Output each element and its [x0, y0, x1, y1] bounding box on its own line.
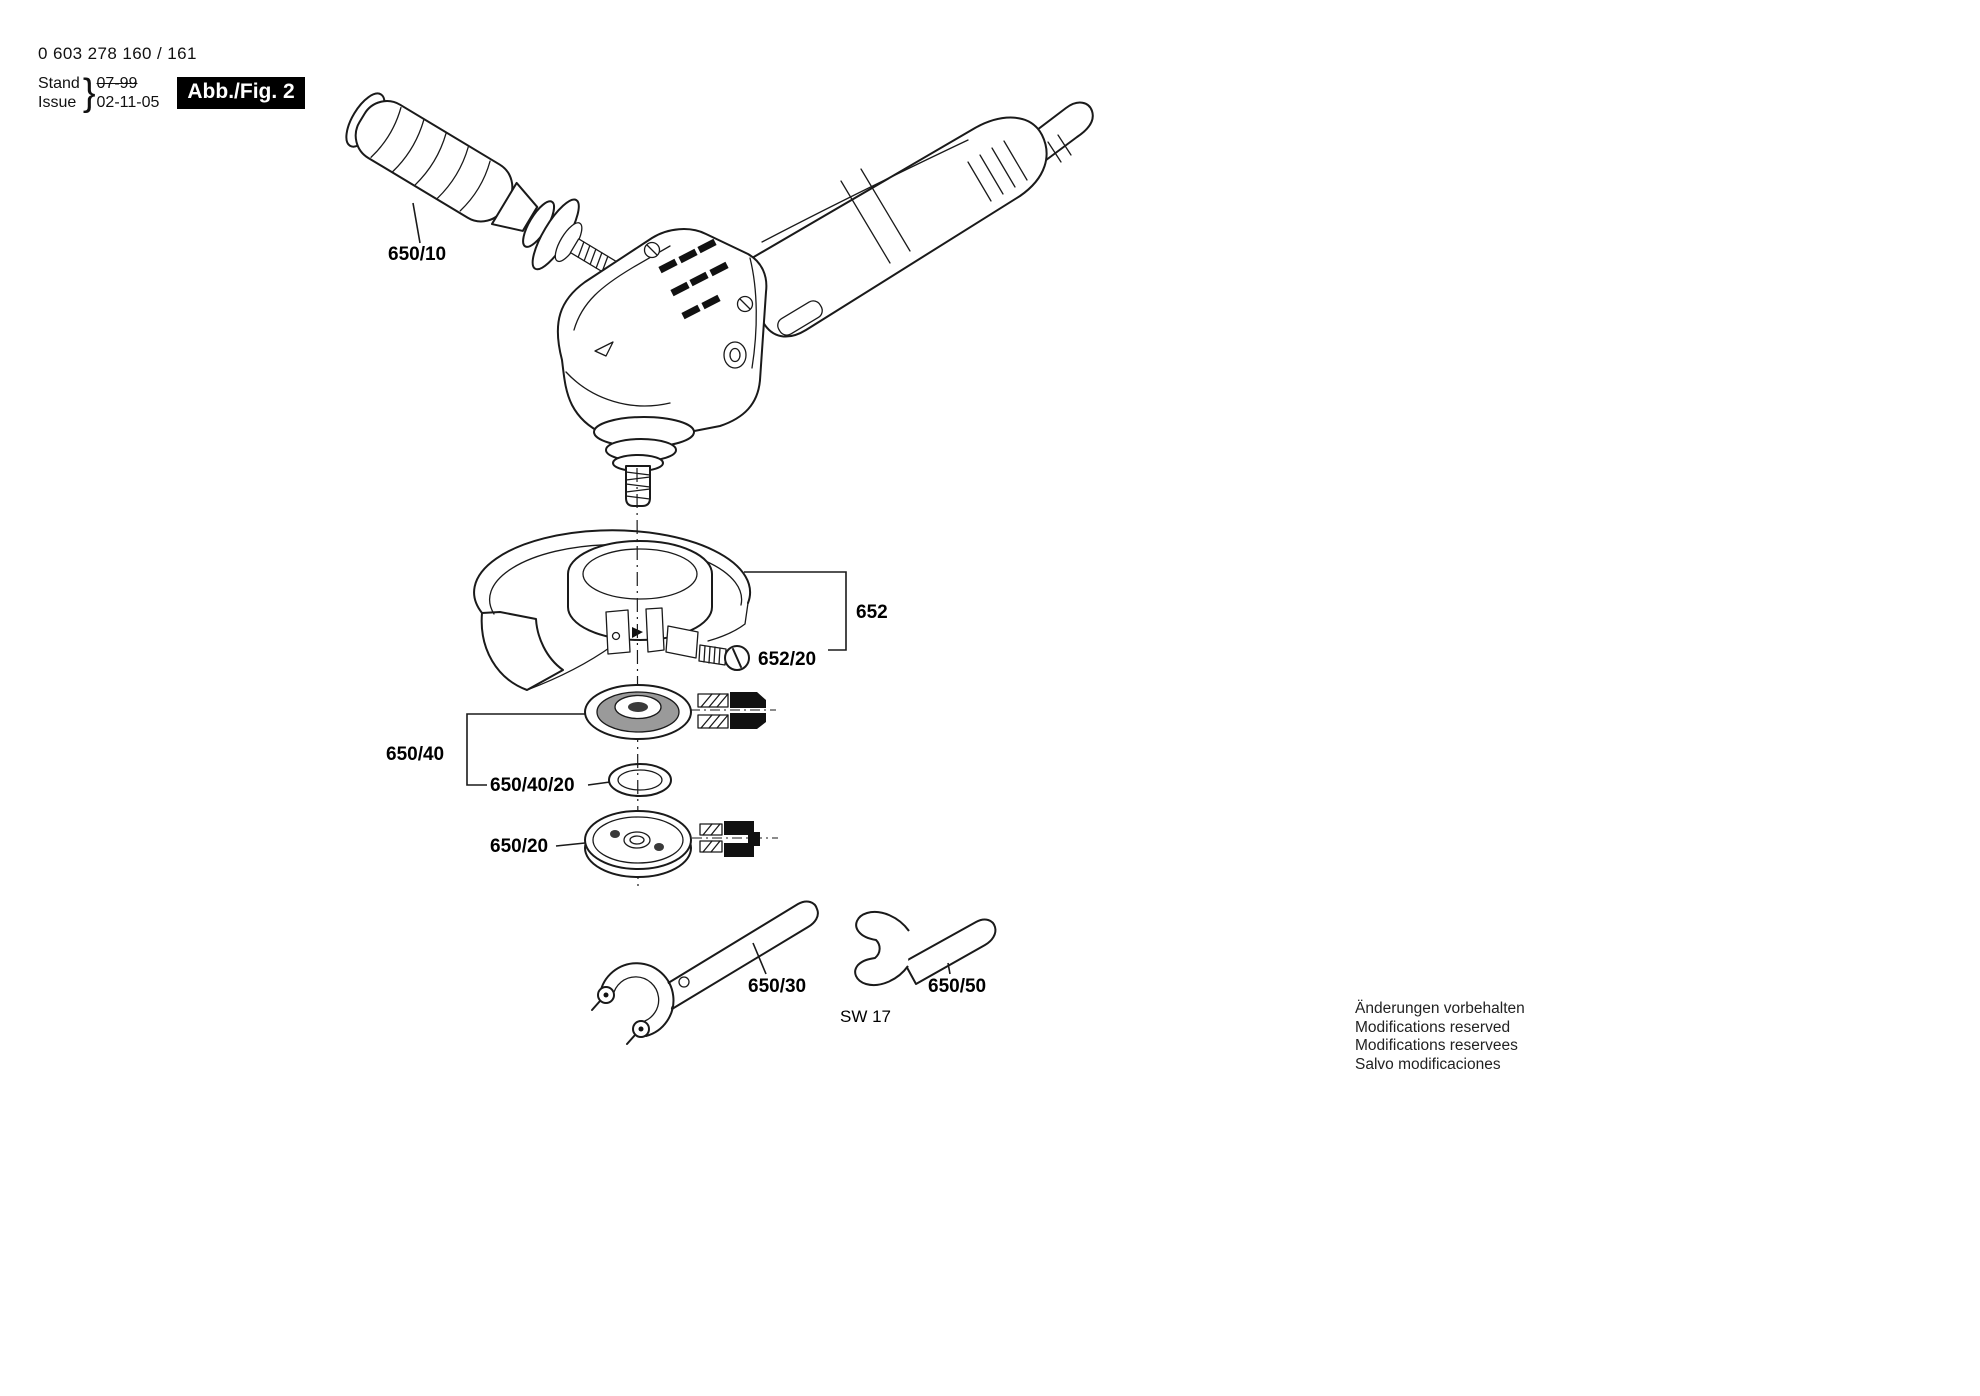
open-end-wrench — [854, 911, 997, 986]
label-guard-screw: 652/20 — [758, 649, 816, 670]
stamp-brace: } — [82, 72, 96, 114]
label-open-end-wrench: 650/50 — [928, 976, 986, 997]
stand-label: Stand — [38, 75, 80, 92]
leader-o-ring — [587, 781, 611, 786]
issue-date: 02-11-05 — [96, 94, 160, 111]
nut-section-icon — [692, 821, 778, 857]
leader-open-end-wrench — [947, 962, 951, 975]
part-number: 0 603 278 160 / 161 — [38, 44, 197, 63]
pin-wrench-head-outer — [599, 962, 675, 1037]
pin-wrench-head-inner — [612, 976, 660, 1023]
footer-line-fr: Modifications reservees — [1355, 1037, 1518, 1054]
footer-line-es: Salvo modificaciones — [1355, 1055, 1501, 1073]
handle-grip-ribs — [370, 106, 491, 212]
bracket-flange-assembly — [466, 713, 585, 786]
screw-slot — [732, 648, 742, 668]
bearing-neck — [593, 416, 695, 472]
backing-flange — [584, 684, 692, 740]
footer-line-en: Modifications reserved — [1355, 1018, 1511, 1036]
label-o-ring: 650/40/20 — [490, 775, 575, 796]
flange-bore — [628, 702, 648, 712]
issue-stamp: Stand Issue } 07-99 02-11-05 Abb./Fig. 2 — [38, 74, 305, 112]
motor-housing-details — [761, 139, 1028, 336]
switch-slider — [777, 300, 823, 336]
vent-slots — [658, 238, 729, 320]
gear-head-details — [565, 238, 757, 407]
pin-wrench — [591, 900, 819, 1045]
stamp-labels: Stand Issue — [38, 74, 80, 112]
superseded-date: 07-99 — [96, 75, 138, 92]
nut-pin-hole — [610, 830, 620, 838]
motor-housing — [751, 116, 1048, 338]
guard-skirt — [480, 611, 564, 691]
o-ring — [608, 763, 672, 797]
open-end-wrench-handle — [903, 918, 997, 985]
nut-pin-hole — [654, 843, 664, 851]
guard-clamp-tabs — [605, 607, 665, 655]
clamping-nut — [584, 810, 692, 878]
open-end-wrench-jaw — [854, 911, 910, 986]
guard-outer-rim — [473, 529, 751, 614]
label-pin-wrench: 650/30 — [748, 976, 806, 997]
label-side-handle: 650/10 — [388, 244, 446, 265]
side-handle — [345, 92, 618, 276]
bracket-guard — [744, 571, 847, 651]
guard-band-opening — [582, 548, 698, 600]
label-flange-assembly: 650/40 — [386, 744, 444, 765]
wheel-guard — [473, 529, 751, 691]
handle-neck — [490, 181, 539, 232]
flange-section-icon — [690, 692, 776, 729]
guard-screw — [698, 644, 750, 671]
nut-center-hole — [623, 831, 651, 849]
footer-line-de: Änderungen vorbehalten — [1355, 1000, 1525, 1017]
side-hole — [723, 341, 747, 369]
angle-grinder — [556, 101, 1094, 507]
guard-clamp-lug — [665, 625, 699, 659]
leader-clamping-nut — [555, 842, 586, 847]
figure-label: Abb./Fig. 2 — [177, 77, 305, 109]
vent-slits — [967, 140, 1028, 202]
arrow-mark — [594, 341, 614, 357]
stamp-dates: 07-99 02-11-05 — [97, 74, 160, 112]
leader-handle — [412, 202, 421, 244]
leader-pin-wrench — [752, 942, 767, 975]
label-clamping-nut: 650/20 — [490, 836, 548, 857]
issue-label: Issue — [38, 94, 77, 111]
guard-clamp-band — [567, 540, 713, 641]
spindle — [625, 465, 651, 507]
label-guard: 652 — [856, 602, 888, 623]
housing-screws — [643, 241, 754, 313]
pin-wrench-handle — [659, 900, 819, 1010]
pin-wrench-pins — [591, 986, 650, 1045]
label-wrench-size: SW 17 — [840, 1007, 891, 1026]
spindle-threads — [625, 471, 651, 500]
pin-wrench-hole — [678, 976, 690, 988]
footer-notices: Änderungen vorbehalten Modifications res… — [1355, 1000, 1525, 1074]
